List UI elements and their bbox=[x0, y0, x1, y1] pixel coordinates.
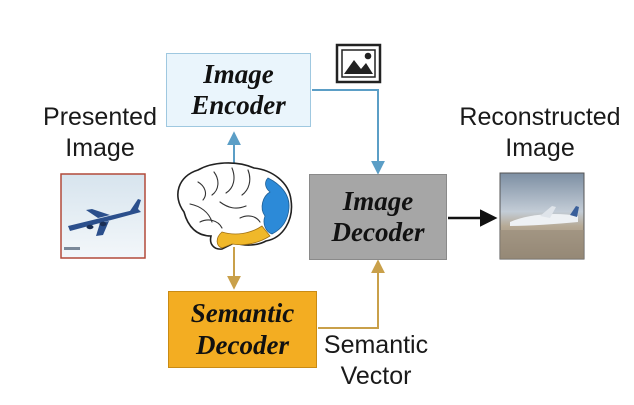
image-decoder-box: Image Decoder bbox=[309, 174, 447, 260]
arrow-encoder-to-decoder bbox=[312, 89, 385, 175]
semantic-decoder-label: Semantic Decoder bbox=[190, 298, 295, 360]
arrow-semantic-to-decoder bbox=[318, 259, 385, 329]
reconstructed-image-label: Reconstructed Image bbox=[459, 103, 621, 163]
image-decoder-label: Image Decoder bbox=[331, 185, 425, 247]
reconstructed-airplane-photo bbox=[499, 172, 585, 260]
image-encoder-box: Image Encoder bbox=[166, 53, 311, 127]
presented-airplane-photo bbox=[60, 173, 146, 259]
semantic-vector-label: Semantic Vector bbox=[323, 331, 429, 391]
semantic-decoder-box: Semantic Decoder bbox=[168, 291, 317, 368]
presented-image-label: Presented Image bbox=[43, 103, 157, 163]
brain-icon bbox=[177, 162, 293, 250]
image-icon bbox=[335, 43, 382, 84]
image-encoder-label: Image Encoder bbox=[191, 58, 286, 120]
